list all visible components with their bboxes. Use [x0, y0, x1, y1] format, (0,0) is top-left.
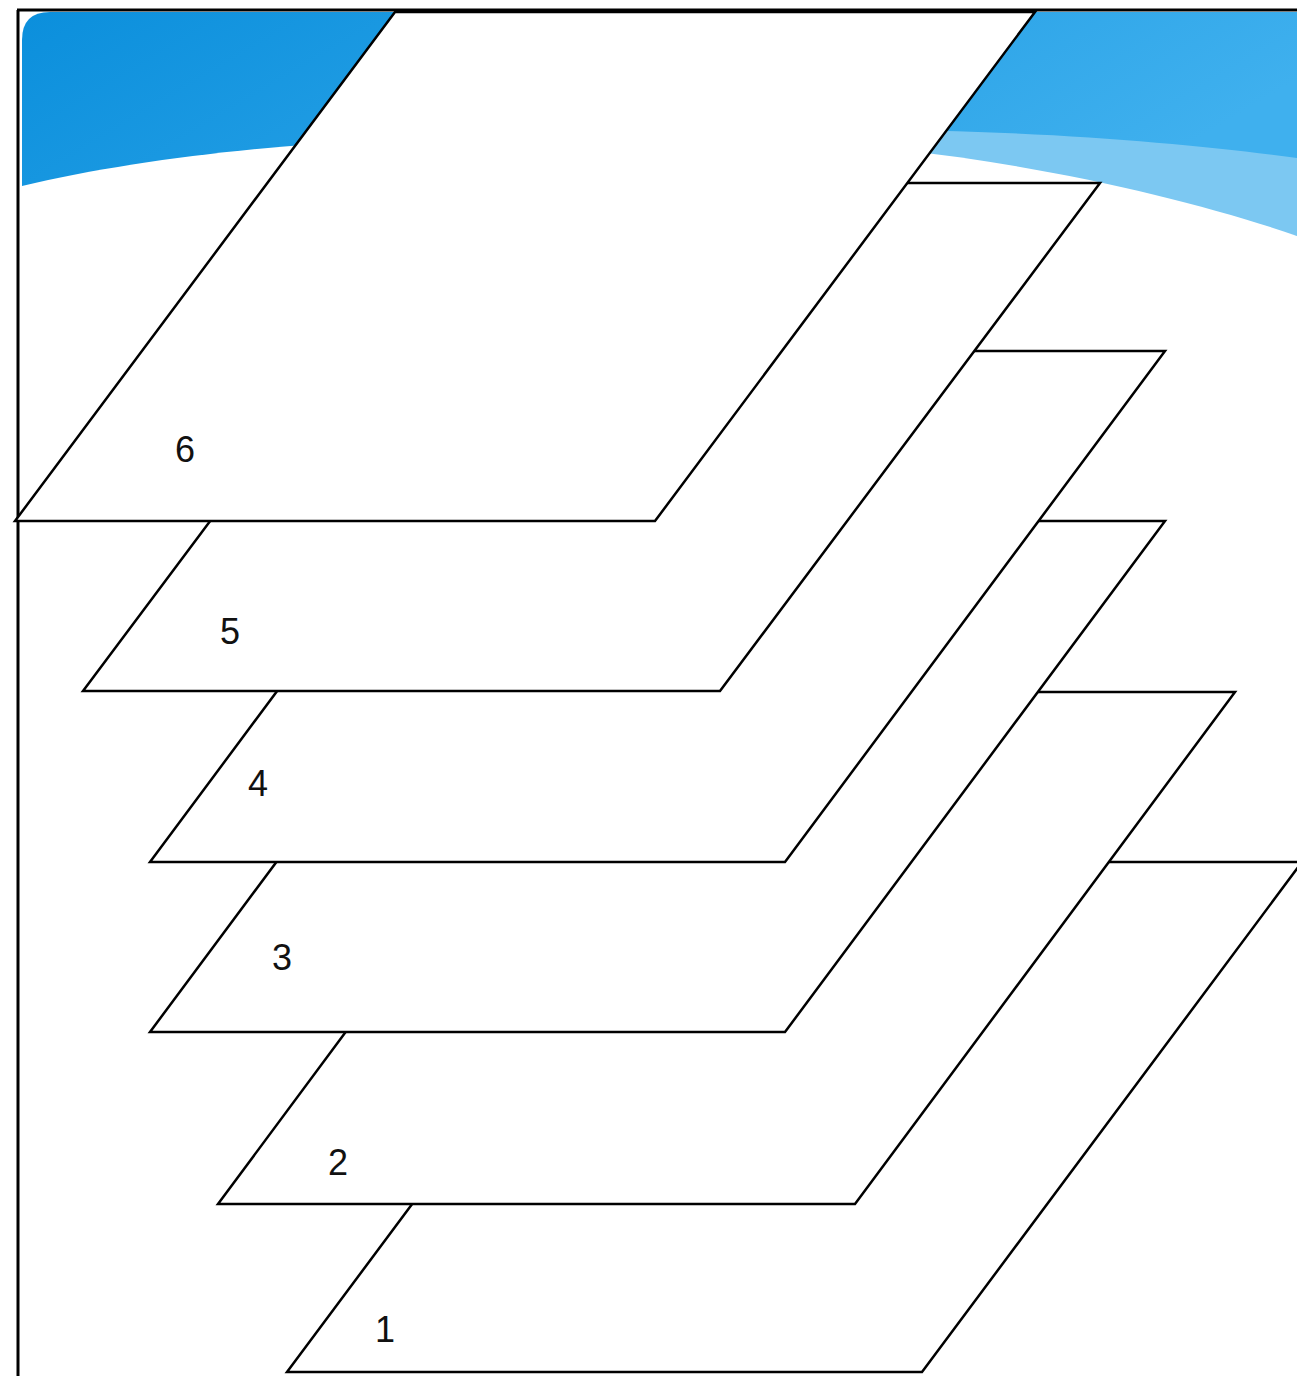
layer-number: 2	[328, 1145, 348, 1181]
layer-plane: 6	[12, 9, 1038, 524]
parallelogram	[287, 862, 1297, 1372]
frame-line	[17, 10, 20, 1376]
plane-outline	[12, 9, 1038, 524]
layer-number: 4	[248, 766, 268, 802]
layer-number: 1	[375, 1312, 395, 1348]
layer-number: 6	[175, 432, 195, 468]
layer-number: 5	[220, 614, 240, 650]
layer-number: 3	[272, 940, 292, 976]
